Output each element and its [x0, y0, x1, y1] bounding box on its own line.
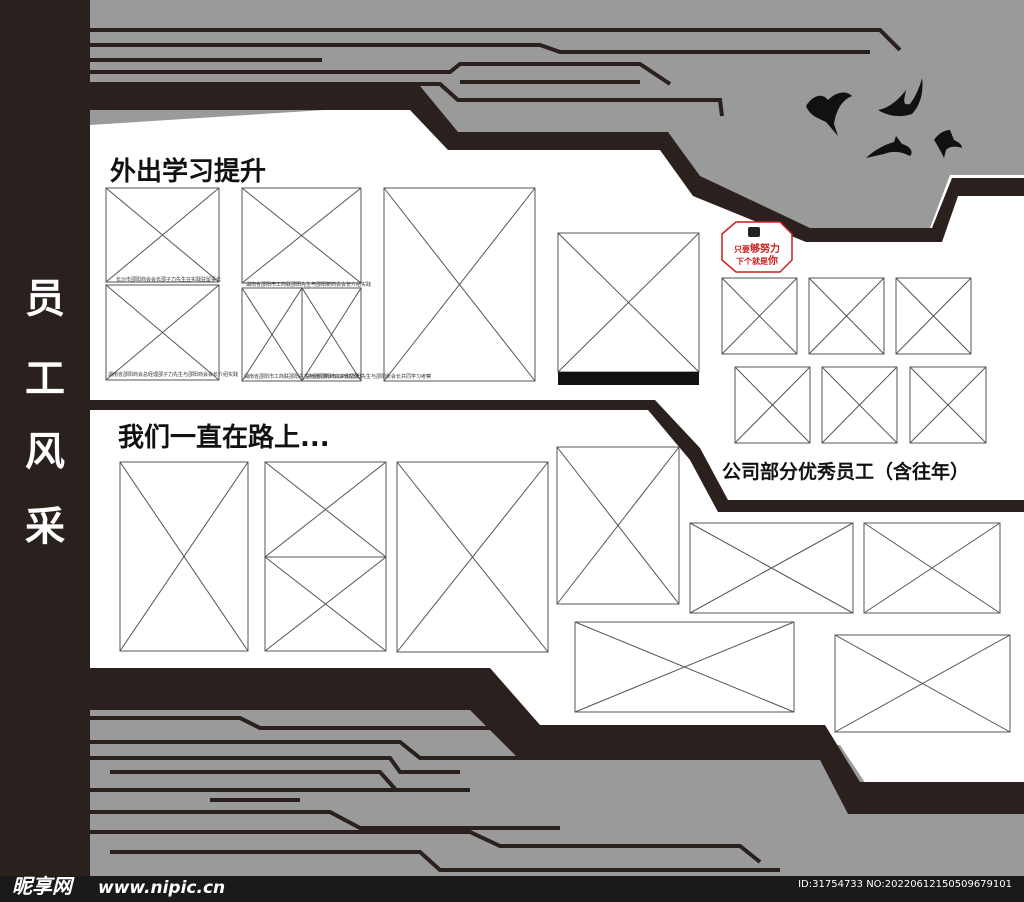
photo-frame-cross [808, 277, 885, 355]
photo-frame-cross [721, 277, 798, 355]
photo-frame-cross [557, 232, 700, 373]
top-circuit-lines [90, 28, 902, 117]
photo-frame-cross [734, 366, 811, 444]
photo-frame-cross [895, 277, 972, 355]
photo-frame-cross [119, 461, 249, 652]
bird-2 [878, 78, 923, 117]
bird-4 [934, 130, 962, 158]
watermark-site: www.nipic.cn [98, 878, 225, 898]
photo-placeholders [105, 187, 1011, 733]
side-title-char-1: 员 [25, 276, 65, 322]
section-title-outstanding-staff: 公司部分优秀员工（含往年） [722, 460, 969, 483]
caption-3: 湖南省邵阳市工商联邵阳先生与邵阳新商会会长介绍实践 [246, 281, 371, 288]
photo-frame-cross [834, 634, 1011, 733]
left-dark-bar [0, 0, 90, 902]
photo-frame-cross [863, 522, 1001, 614]
section-title-study: 外出学习提升 [110, 156, 266, 187]
photo-frame-cross [241, 187, 362, 284]
birds-silhouette [806, 78, 962, 158]
badge-icon [748, 227, 760, 237]
side-title-char-3: 风 [25, 429, 65, 475]
badge-line-2: 下个就是你 [736, 254, 778, 267]
bird-3 [866, 136, 912, 158]
photo-frame-cross [556, 446, 680, 605]
photo-frame-cross [383, 187, 536, 382]
caption-5: 湖南省邵阳市工商联邵阳先生与邵阳新会长共同学习考察 [306, 373, 431, 380]
photo-frame-cross [264, 556, 387, 652]
caption-1: 长沙市邵阳商会会长邵子力先生在实践驻留事长 [116, 276, 221, 283]
middle-divider [90, 400, 1024, 512]
photo-frame-cross [264, 461, 387, 558]
photo-frame-cross [574, 621, 795, 713]
bottom-dark-stripe [90, 668, 1024, 814]
side-title-char-2: 工 [25, 356, 65, 402]
side-title-char-4: 采 [25, 504, 65, 550]
badge-line-1: 只要够努力 [734, 242, 780, 255]
watermark-logo: 昵享网 [12, 874, 75, 898]
watermark: 昵享网 www.nipic.cn ID:31754733 NO:20220612… [12, 874, 1012, 898]
photo-frame-cross [396, 461, 549, 653]
badge-octagon [721, 221, 793, 273]
side-title: 员 工 风 采 [25, 276, 65, 550]
photo-frame-cross [301, 287, 362, 382]
watermark-id: ID:31754733 NO:20220612150509679101 [798, 879, 1012, 890]
bird-1 [806, 92, 852, 136]
top-gray-band [90, 0, 1024, 228]
photo-frame-cross [105, 187, 220, 283]
caption-4: 湖南省邵阳市工商联邵阳先生与邵阳新商会会长交流 [244, 373, 359, 380]
photo-frame-cross [105, 284, 220, 381]
section-title-on-the-road: 我们一直在路上... [118, 422, 330, 453]
frame-black-bar [558, 372, 699, 385]
caption-2: 湖南省邵阳商会总经理邵子力先生与邵阳商会会长介绍实践 [108, 371, 238, 378]
photo-frame-cross [821, 366, 898, 444]
photo-frame-cross [689, 522, 854, 614]
photo-captions: 长沙市邵阳商会会长邵子力先生在实践驻留事长 湖南省邵阳商会总经理邵子力先生与邵阳… [108, 276, 431, 380]
motivation-badge: 只要够努力 下个就是你 [721, 221, 793, 273]
top-dark-stripe [90, 86, 1024, 242]
photo-frame-cross [241, 287, 303, 382]
bottom-circuit-lines [90, 716, 780, 872]
bottom-black-strip [0, 876, 1024, 902]
photo-frame-cross [909, 366, 987, 444]
